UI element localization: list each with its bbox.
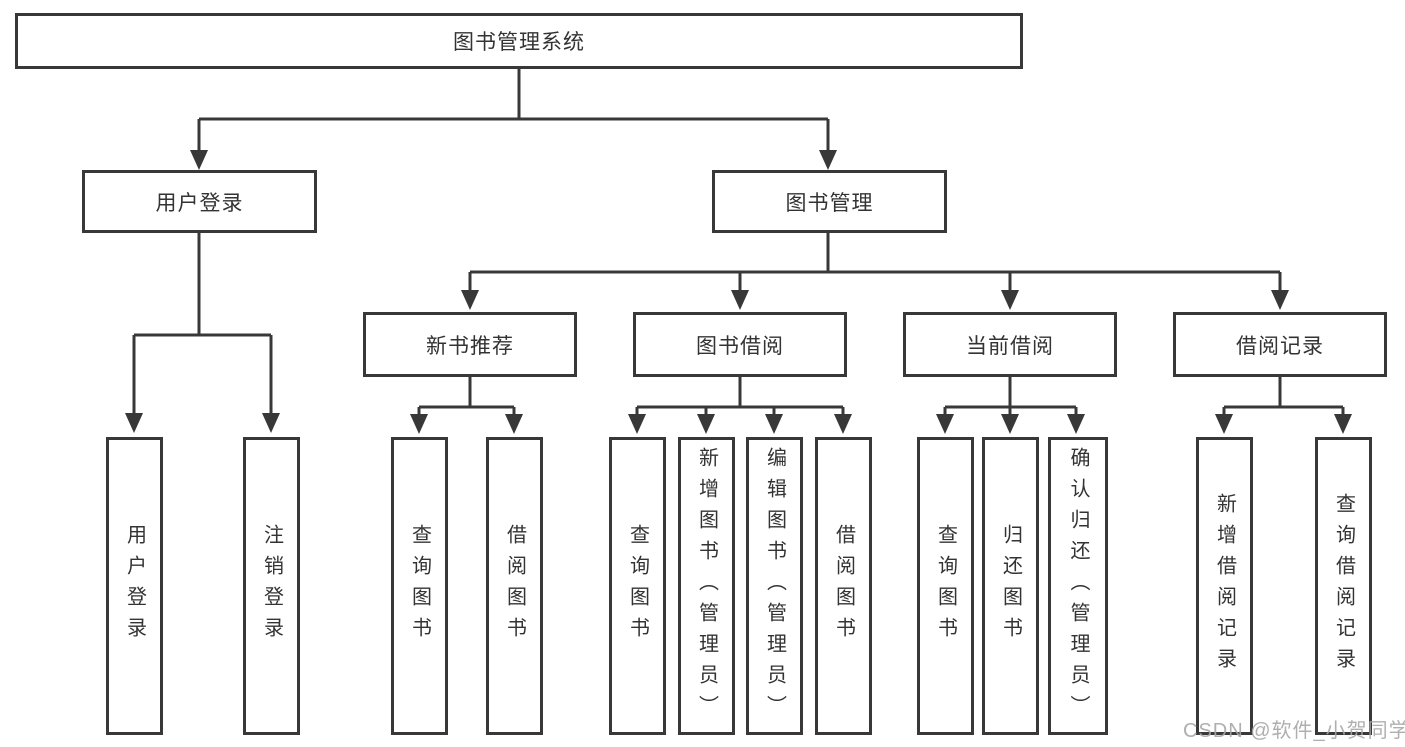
arrow-down-icon <box>505 414 523 434</box>
node-label: 借阅记录 <box>1236 334 1324 358</box>
arrow-down-icon <box>1334 414 1352 434</box>
leaf-records-query-borrow-record: 查询借阅记录 <box>1315 437 1372 735</box>
node-label: 查询图书 <box>934 524 957 648</box>
node-label: 确认归还（管理员） <box>1067 446 1089 726</box>
arrow-down-icon <box>125 413 143 433</box>
arrow-down-icon <box>834 414 852 434</box>
node-label: 图书管理 <box>785 191 874 215</box>
leaf-user-login: 用户登录 <box>106 437 163 735</box>
arrow-down-icon <box>731 290 749 310</box>
leaf-current-query-books: 查询图书 <box>917 437 974 735</box>
node-label: 归还图书 <box>999 524 1022 648</box>
arrow-down-icon <box>1271 290 1289 310</box>
arrow-down-icon <box>461 290 479 310</box>
node-label: 借阅图书 <box>503 524 526 648</box>
node-root: 图书管理系统 <box>15 13 1023 69</box>
arrow-down-icon <box>190 150 208 170</box>
leaf-recommend-query-books: 查询图书 <box>391 437 448 735</box>
leaf-current-return-books: 归还图书 <box>982 437 1039 735</box>
node-label: 用户登录 <box>155 191 244 215</box>
node-new-book-recommend: 新书推荐 <box>363 312 577 377</box>
node-book-borrowing: 图书借阅 <box>633 312 847 377</box>
node-label: 查询图书 <box>408 524 431 648</box>
node-label: 查询借阅记录 <box>1332 493 1355 679</box>
leaf-logout-login: 注销登录 <box>243 437 300 735</box>
node-book-management: 图书管理 <box>712 170 947 233</box>
node-label: 新书推荐 <box>426 334 514 358</box>
arrow-down-icon <box>1001 290 1019 310</box>
leaf-borrowing-borrow-books: 借阅图书 <box>815 437 872 735</box>
arrow-down-icon <box>936 414 954 434</box>
arrow-down-icon <box>819 150 837 170</box>
node-label: 新增图书（管理员） <box>695 446 718 726</box>
node-label: 查询图书 <box>626 524 649 648</box>
arrow-down-icon <box>697 414 715 434</box>
csdn-watermark: CSDN @软件_小贺同学 <box>1183 720 1405 742</box>
node-label: 图书借阅 <box>696 334 784 358</box>
leaf-borrowing-edit-books-admin: 编辑图书（管理员） <box>746 437 803 735</box>
leaf-records-add-borrow-record: 新增借阅记录 <box>1196 437 1253 735</box>
node-current-borrowing: 当前借阅 <box>903 312 1117 377</box>
leaf-borrowing-query-books: 查询图书 <box>609 437 666 735</box>
leaf-recommend-borrow-books: 借阅图书 <box>486 437 543 735</box>
arrow-down-icon <box>765 414 783 434</box>
arrowheads <box>125 150 1352 434</box>
arrow-down-icon <box>1001 414 1019 434</box>
node-user-login: 用户登录 <box>82 170 317 233</box>
arrow-down-icon <box>410 414 428 434</box>
node-label: 编辑图书（管理员） <box>763 446 786 726</box>
arrow-down-icon <box>262 413 280 433</box>
node-borrowing-records: 借阅记录 <box>1173 312 1387 377</box>
arrow-down-icon <box>628 414 646 434</box>
arrow-down-icon <box>1215 414 1233 434</box>
leaf-borrowing-add-books-admin: 新增图书（管理员） <box>678 437 735 735</box>
node-label: 当前借阅 <box>966 334 1054 358</box>
arrow-down-icon <box>1067 414 1085 434</box>
node-label: 用户登录 <box>123 524 146 648</box>
node-label: 借阅图书 <box>832 524 855 648</box>
node-label: 图书管理系统 <box>453 31 585 54</box>
node-label: 注销登录 <box>260 524 283 648</box>
leaf-current-confirm-return-admin: 确认归还（管理员） <box>1048 437 1108 735</box>
node-label: 新增借阅记录 <box>1213 493 1236 679</box>
